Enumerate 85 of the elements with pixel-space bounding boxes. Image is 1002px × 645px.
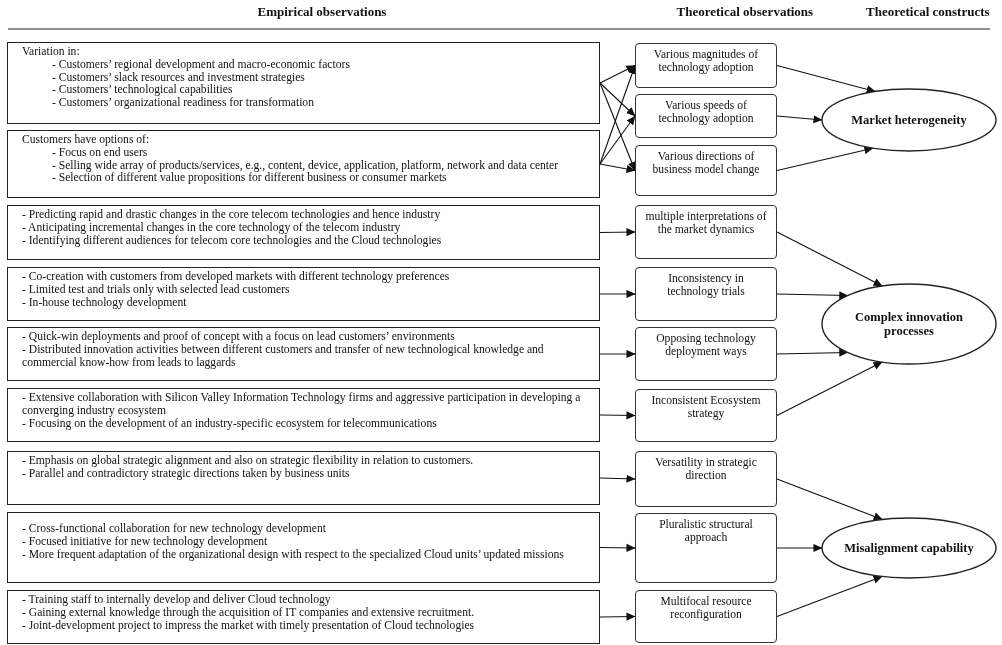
arrow: [599, 82, 636, 172]
arrow: [776, 478, 883, 521]
box-label: Versatility in strategic direction: [654, 457, 758, 483]
bullet-item: - Customers’ regional development and macro-economic factors: [51, 58, 351, 72]
observation-box: [635, 205, 777, 259]
arrow: [599, 411, 636, 420]
box-heading: Customers have options of:: [22, 134, 151, 147]
bullet-item: - Cross-functional collaboration for new technology development: [22, 523, 327, 536]
arrow: [599, 612, 636, 621]
observation-box: [635, 43, 777, 88]
observation-box: [635, 327, 777, 381]
arrow: [599, 163, 636, 173]
arrow: [599, 82, 636, 117]
arrow: [776, 348, 849, 357]
observation-box: [7, 451, 600, 505]
arrow: [599, 474, 636, 483]
box-label: Inconsistent Ecosystem strategy: [650, 395, 762, 421]
bullet-item: - Joint-development project to impress the market with timely presentation of Cloud technologies: [22, 619, 476, 633]
bullet-item: - Focused initiative for new technology development: [22, 535, 268, 549]
box-label: Multifocal resource reconfiguration: [659, 596, 753, 622]
box-label: multiple interpretations of the market dynamics: [644, 211, 768, 237]
bullet-item: - Distributed innovation activities between different customers and transfer of new technological knowledge and commercial know-how from leads to laggards: [22, 343, 545, 370]
construct-label: Market heterogeneity: [850, 113, 968, 127]
construct-label: Complex innovation processes: [854, 310, 964, 338]
arrow: [599, 228, 636, 237]
bullet-item: - Gaining external knowledge through the acquisition of IT companies and extensive recruitment.: [22, 606, 476, 620]
arrow: [776, 231, 883, 287]
box-label: Pluralistic structural approach: [658, 519, 754, 545]
arrow: [599, 543, 636, 552]
bullet-item: - Predicting rapid and drastic changes in the core telecom technologies and hence industry: [22, 209, 442, 222]
bullet-item: - Extensive collaboration with Silicon Valley Information Technology firms and aggressive participation in developing a converging industry ecosystem: [22, 392, 582, 418]
arrow: [776, 64, 876, 94]
construct-label: Misalignment capability: [843, 541, 975, 555]
bullet-item: - Customers’ technological capabilities: [51, 84, 234, 97]
arrow: [599, 64, 636, 84]
observation-box: [635, 513, 777, 583]
observation-box: [635, 94, 777, 138]
box-label: Various directions of business model change: [651, 151, 761, 177]
observation-box: [7, 205, 600, 260]
observation-box: [635, 590, 777, 643]
bullet-item: - More frequent adaptation of the organizational design with respect to the specialized Cloud units’ updated missions: [22, 548, 565, 562]
bullet-item: - Quick-win deployments and proof of concept with a focus on lead customers’ environments: [22, 331, 456, 344]
arrow: [776, 575, 883, 618]
bullet-item: - Selection of different value propositions for different business or consumer markets: [51, 172, 448, 186]
observation-box: [635, 451, 777, 507]
arrow: [776, 146, 874, 172]
arrow: [776, 291, 849, 300]
observation-box: [7, 42, 600, 124]
bullet-item: - Focus on end users: [51, 146, 149, 160]
observation-box: [7, 590, 600, 644]
observation-box: [635, 145, 777, 196]
observation-box: [635, 267, 777, 321]
bullet-item: - Co-creation with customers from developed markets with different technology preferences: [22, 271, 451, 284]
arrow: [599, 64, 636, 165]
observation-box: [7, 512, 600, 583]
bullet-item: - Anticipating incremental changes in the core technology of the telecom industry: [22, 221, 402, 235]
observation-box: [7, 327, 600, 381]
box-label: Opposing technology deployment ways: [655, 333, 757, 359]
bullet-item: - Focusing on the development of an industry-specific ecosystem for telecommunications: [22, 417, 438, 431]
bullet-item: - Limited test and trials only with selected lead customers: [22, 283, 291, 297]
arrow: [776, 543, 823, 553]
observation-box: [7, 267, 600, 321]
arrow: [599, 289, 636, 299]
box-label: Various magnitudes of technology adoption: [652, 49, 760, 75]
column-heading: Empirical observations: [257, 4, 387, 20]
arrow: [776, 361, 883, 417]
bullet-item: - Emphasis on global strategic alignment and also on strategic flexibility in relation to customers.: [22, 455, 475, 468]
bullet-item: - Customers’ slack resources and investment strategies: [51, 71, 306, 84]
bullet-item: - In-house technology development: [22, 296, 188, 310]
observation-box: [7, 130, 600, 198]
column-heading: Theoretical constructs: [866, 4, 990, 20]
arrow: [776, 115, 823, 124]
column-heading: Theoretical observations: [676, 4, 814, 20]
box-label: Various speeds of technology adoption: [657, 100, 755, 126]
bullet-item: - Selling wide array of products/services, e.g., content, device, application, platform, network and data center: [51, 159, 560, 173]
arrow: [599, 349, 636, 359]
arrow: [599, 115, 636, 165]
observation-box: [7, 388, 600, 442]
box-label: Inconsistency in technology trials: [666, 273, 746, 299]
bullet-item: - Identifying different audiences for telecom core technologies and the Cloud technologies: [22, 234, 443, 248]
bullet-item: - Customers’ organizational readiness for transformation: [51, 97, 315, 110]
bullet-item: - Training staff to internally develop and deliver Cloud technology: [22, 594, 332, 607]
bullet-item: - Parallel and contradictory strategic directions taken by business units: [22, 467, 350, 481]
box-heading: Variation in:: [22, 46, 81, 59]
observation-box: [635, 389, 777, 442]
